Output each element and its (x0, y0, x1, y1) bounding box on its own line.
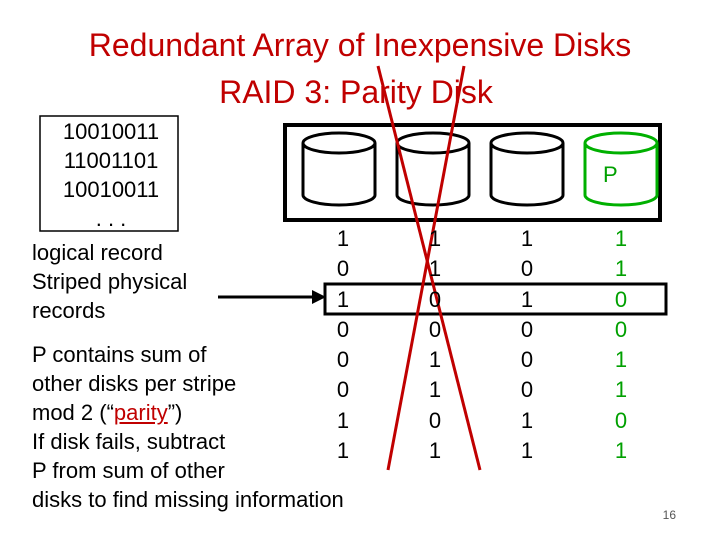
bit: 1 (428, 226, 442, 251)
bit: 1 (336, 407, 350, 433)
mod2-prefix: mod 2 (“ (32, 400, 114, 425)
disk-2-column: 1 1 0 0 1 1 0 1 (420, 224, 450, 466)
logical-record-label: logical record (32, 240, 163, 265)
disk-1-icon (301, 131, 377, 207)
bit: 1 (428, 438, 442, 464)
disk-1-column: 1 0 1 0 0 0 1 1 (328, 224, 358, 466)
bit: 0 (520, 377, 534, 403)
parity-link[interactable]: parity (113, 400, 168, 425)
bit: 1 (428, 256, 442, 282)
bit: 0 (336, 316, 350, 342)
record-bits-row: 10010011 (62, 177, 160, 202)
striped-label-line1: Striped physical (32, 269, 188, 294)
bit: 1 (520, 226, 534, 251)
parity-disk-icon (583, 131, 659, 207)
bit: 1 (336, 226, 350, 251)
bit: 1 (428, 347, 442, 373)
arrow-head-icon (312, 290, 326, 304)
parity-bit: 1 (614, 347, 628, 373)
logical-record-box (39, 115, 179, 232)
bit: 0 (520, 347, 534, 373)
title-line-1: Redundant Array of Inexpensive Disks (88, 27, 632, 63)
disk-2-icon (395, 131, 471, 207)
bit: 1 (428, 377, 442, 403)
parity-bit: 0 (614, 316, 628, 342)
parity-bit: 0 (614, 286, 628, 312)
bit: 1 (336, 286, 350, 312)
page-number: 16 (662, 508, 676, 522)
bit: 1 (520, 407, 534, 433)
bit: 0 (428, 316, 442, 342)
parity-bit: 1 (614, 256, 628, 282)
striped-label-line2: records (32, 298, 106, 323)
parity-text-line5: P from sum of other (32, 458, 225, 483)
bit: 0 (520, 256, 534, 282)
bit: 0 (336, 256, 350, 282)
bit: 1 (520, 438, 534, 464)
record-bits-row: 11001101 (63, 148, 159, 173)
record-ellipsis: . . . (95, 206, 127, 231)
parity-text-line4: If disk fails, subtract (32, 429, 226, 454)
disk-3-icon (489, 131, 565, 207)
failed-disk-cross-line-2 (386, 65, 466, 471)
bit: 0 (336, 347, 350, 373)
parity-disk-label: P (603, 162, 618, 187)
disk-array-enclosure (283, 123, 662, 222)
parity-bit: 1 (614, 226, 628, 251)
parity-text-line2: other disks per stripe (32, 371, 237, 396)
failed-disk-cross-line-1 (376, 65, 482, 471)
parity-bit: 1 (614, 377, 628, 403)
bit: 0 (428, 286, 442, 312)
bit: 1 (336, 438, 350, 464)
bit: 0 (520, 316, 534, 342)
parity-bit: 0 (614, 407, 628, 433)
title-line-2: RAID 3: Parity Disk (219, 74, 493, 110)
bit: 0 (428, 407, 442, 433)
bit: 0 (336, 377, 350, 403)
parity-bit: 1 (614, 438, 628, 464)
disk-3-column: 1 0 1 0 0 0 1 1 (512, 224, 542, 466)
stripe-highlight-box (323, 282, 668, 316)
parity-text-line1: P contains sum of (32, 342, 207, 367)
parity-text-line3: mod 2 (“parity”) (32, 398, 182, 427)
mod2-suffix: ”) (167, 400, 183, 425)
logical-record-bits: 10010011 11001101 10010011 . . . (36, 117, 186, 233)
parity-column: 1 1 0 0 1 1 0 1 (606, 224, 636, 466)
record-bits-row: 10010011 (62, 119, 160, 144)
parity-text-line6: disks to find missing information (32, 487, 344, 512)
bit: 1 (520, 286, 534, 312)
